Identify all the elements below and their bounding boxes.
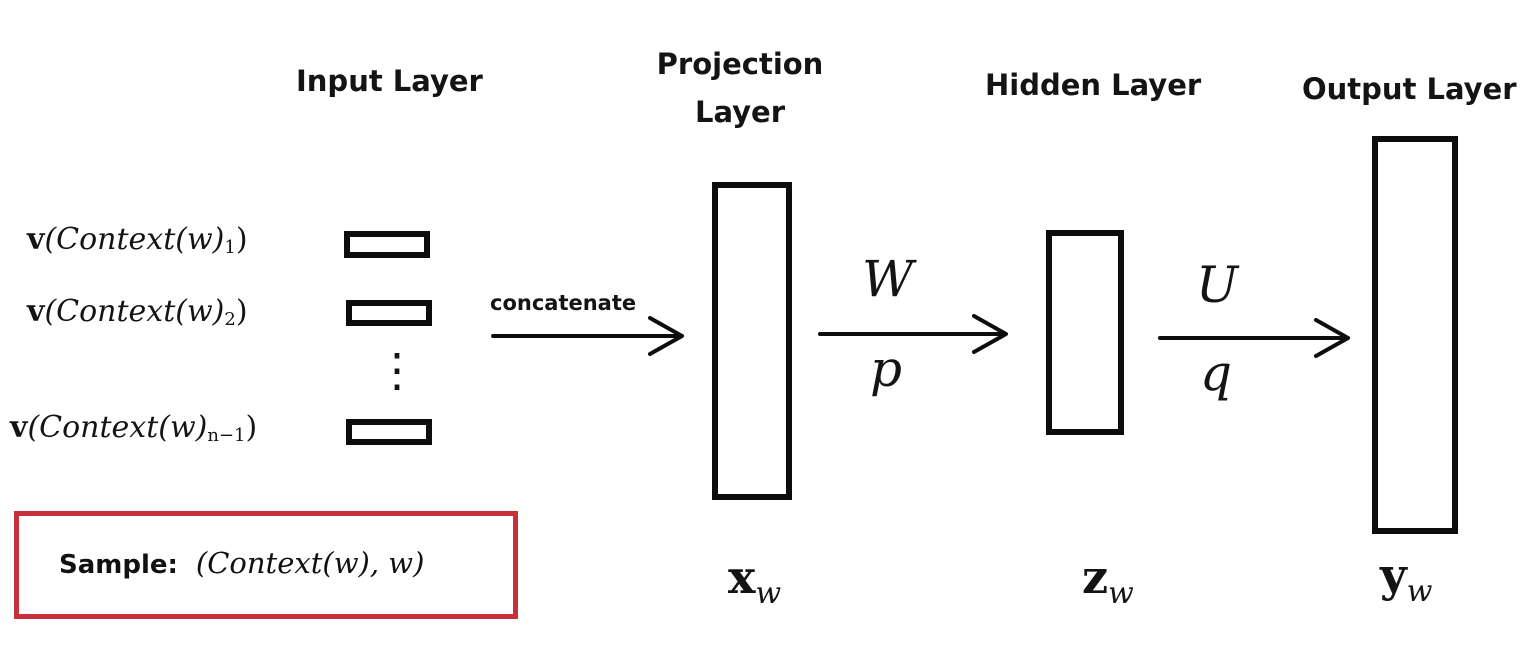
output-vector-label: yw xyxy=(1380,548,1432,609)
projection-layer-title: Projection Layer xyxy=(640,40,840,136)
concatenate-label: concatenate xyxy=(490,291,637,315)
output-vector-sub: w xyxy=(1406,574,1433,609)
input-label-n-1: v(Context(w)n−1) xyxy=(10,410,257,446)
sample-content: Sample: (Context(w), w) xyxy=(59,546,424,580)
input-label-2-suffix: ) xyxy=(235,294,248,329)
projection-layer-box xyxy=(712,182,792,500)
hidden-layer-title: Hidden Layer xyxy=(985,68,1202,102)
input-label-1-suffix: ) xyxy=(235,222,248,257)
projection-to-hidden-arrow xyxy=(818,314,1008,354)
input-label-2-text: (Context(w) xyxy=(44,294,225,329)
input-label-2-sub: 2 xyxy=(224,309,236,330)
output-layer-title: Output Layer xyxy=(1302,72,1517,106)
hidden-vector-sub: w xyxy=(1108,576,1134,611)
sample-box: Sample: (Context(w), w) xyxy=(14,511,518,619)
input-label-2: v(Context(w)2) xyxy=(27,294,248,330)
weight-U-label: U xyxy=(1196,256,1239,314)
input-label-n-1-text: (Context(w) xyxy=(27,410,208,445)
projection-layer-title-line1: Projection xyxy=(656,47,824,81)
input-label-2-prefix: v xyxy=(27,294,45,329)
projection-vector-label: xw xyxy=(728,550,781,611)
weight-W-label: W xyxy=(862,250,914,308)
input-label-1: v(Context(w)1) xyxy=(27,222,248,258)
input-label-n-1-sub: n−1 xyxy=(207,425,246,446)
projection-layer-title-line2: Layer xyxy=(694,95,786,129)
output-layer-box xyxy=(1372,136,1458,534)
input-label-n-1-suffix: ) xyxy=(245,410,258,445)
input-label-n-1-prefix: v xyxy=(10,410,28,445)
projection-vector-base: x xyxy=(728,550,756,604)
hidden-to-output-arrow xyxy=(1158,318,1350,358)
input-vector-box-2 xyxy=(346,300,432,326)
sample-label: Sample: xyxy=(59,550,178,580)
hidden-vector-base: z xyxy=(1082,550,1109,604)
hidden-vector-label: zw xyxy=(1082,550,1134,611)
bias-p-label: p xyxy=(870,340,903,398)
output-vector-base: y xyxy=(1380,548,1407,602)
input-vector-box-1 xyxy=(344,231,430,258)
input-layer-title: Input Layer xyxy=(296,64,483,98)
input-vector-box-n-1 xyxy=(346,419,432,445)
hidden-layer-box xyxy=(1046,230,1124,435)
input-label-1-prefix: v xyxy=(27,222,45,257)
input-label-1-sub: 1 xyxy=(224,237,236,258)
concatenate-arrow xyxy=(491,316,684,356)
bias-q-label: q xyxy=(1200,344,1233,402)
sample-value: (Context(w), w) xyxy=(195,546,425,580)
input-label-1-text: (Context(w) xyxy=(44,222,225,257)
vertical-ellipsis: ⋮ xyxy=(374,343,420,397)
projection-vector-sub: w xyxy=(755,576,782,611)
